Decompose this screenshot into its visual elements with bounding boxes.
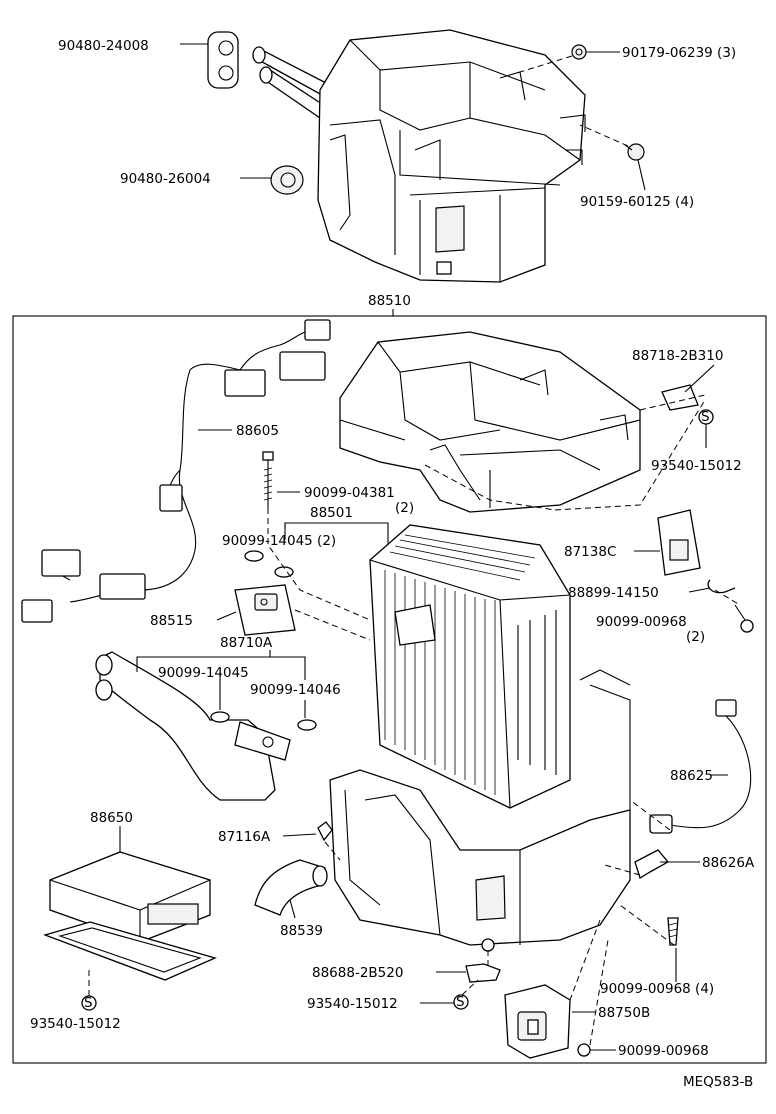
screw-93540-15012-a: S <box>698 409 714 425</box>
label-90099-00968-c: 90099-00968 <box>618 1043 709 1059</box>
label-90099-00968-a-qty: (2) <box>686 629 705 645</box>
orings-90099-14045-2 <box>244 550 294 578</box>
wire-harness-88605 <box>21 319 331 623</box>
label-88710A: 88710A <box>220 635 273 651</box>
label-90099-14045: 90099-14045 <box>158 665 249 681</box>
label-88718-2B310: 88718-2B310 <box>632 348 723 364</box>
screw-90099-00968-c <box>577 1043 591 1057</box>
label-88510: 88510 <box>368 293 411 309</box>
label-88626A: 88626A <box>702 855 755 871</box>
screw-93540-15012-c: S <box>81 995 97 1011</box>
clamp-88899-14150 <box>707 579 736 594</box>
label-93540-15012-b: 93540-15012 <box>307 996 398 1012</box>
sensor-87138C <box>657 509 701 576</box>
label-90099-00968-a: 90099-00968 <box>596 614 687 630</box>
diagram-code: MEQ583-B <box>683 1074 753 1090</box>
grommet-90480-24008 <box>207 31 239 89</box>
label-93540-15012-a: 93540-15012 <box>651 458 742 474</box>
expansion-valve-88515 <box>234 584 296 636</box>
label-90099-14046: 90099-14046 <box>250 682 341 698</box>
top-cooling-unit-assembly <box>252 29 586 283</box>
label-88625: 88625 <box>670 768 713 784</box>
clip-88626A <box>634 849 670 879</box>
label-88539: 88539 <box>280 923 323 939</box>
label-87116A: 87116A <box>218 829 271 845</box>
dashed-guides <box>88 394 741 1046</box>
bolt-90099-04381 <box>262 451 274 508</box>
label-90179-06239: 90179-06239 (3) <box>622 45 736 61</box>
label-90480-26004: 90480-26004 <box>120 171 211 187</box>
leader-90159-60125 <box>637 159 646 191</box>
lower-case <box>329 669 631 952</box>
label-93540-15012-c: 93540-15012 <box>30 1016 121 1032</box>
label-88650: 88650 <box>90 810 133 826</box>
screw-93540-15012-b: S <box>453 994 469 1010</box>
label-90099-14045-2: 90099-14045 (2) <box>222 533 336 549</box>
svg-text:S: S <box>84 995 93 1011</box>
label-88688-2B520: 88688-2B520 <box>312 965 403 981</box>
svg-text:S: S <box>701 409 710 425</box>
tube-88710A <box>95 651 291 801</box>
grommet-90480-26004 <box>270 165 304 195</box>
orings-88710A <box>210 711 317 731</box>
evaporator-88501 <box>369 524 571 809</box>
label-90099-00968-b: 90099-00968 (4) <box>600 981 714 997</box>
label-87138C: 87138C <box>564 544 616 560</box>
dash-90179-06239 <box>519 55 573 73</box>
bracket-88688-2B520 <box>465 963 501 983</box>
upper-case <box>339 331 641 513</box>
label-88605: 88605 <box>236 423 279 439</box>
hose-88539 <box>254 859 328 916</box>
leaders <box>119 364 728 1051</box>
screw-90099-00968-a <box>734 604 754 633</box>
nut-90179-06239 <box>571 44 587 60</box>
label-88515: 88515 <box>150 613 193 629</box>
screw-90159-60125 <box>624 143 645 161</box>
servo-88750B <box>504 984 571 1059</box>
svg-text:S: S <box>456 994 465 1010</box>
label-90099-04381-qty: (2) <box>395 500 414 516</box>
dash-90159-60125 <box>579 124 629 147</box>
label-90480-24008: 90480-24008 <box>58 38 149 54</box>
label-88750B: 88750B <box>598 1005 650 1021</box>
label-88501: 88501 <box>310 505 353 521</box>
bracket-88650 <box>42 921 217 981</box>
bracket-88718-2B310 <box>661 384 699 411</box>
assembly-frame-88510 <box>12 315 767 1064</box>
clip-87116A <box>317 821 333 842</box>
sensor-88625 <box>649 699 752 834</box>
label-88899-14150: 88899-14150 <box>568 585 659 601</box>
label-90159-60125: 90159-60125 (4) <box>580 194 694 210</box>
label-90099-04381: 90099-04381 <box>304 485 395 501</box>
screw-90099-00968-b <box>667 917 679 946</box>
